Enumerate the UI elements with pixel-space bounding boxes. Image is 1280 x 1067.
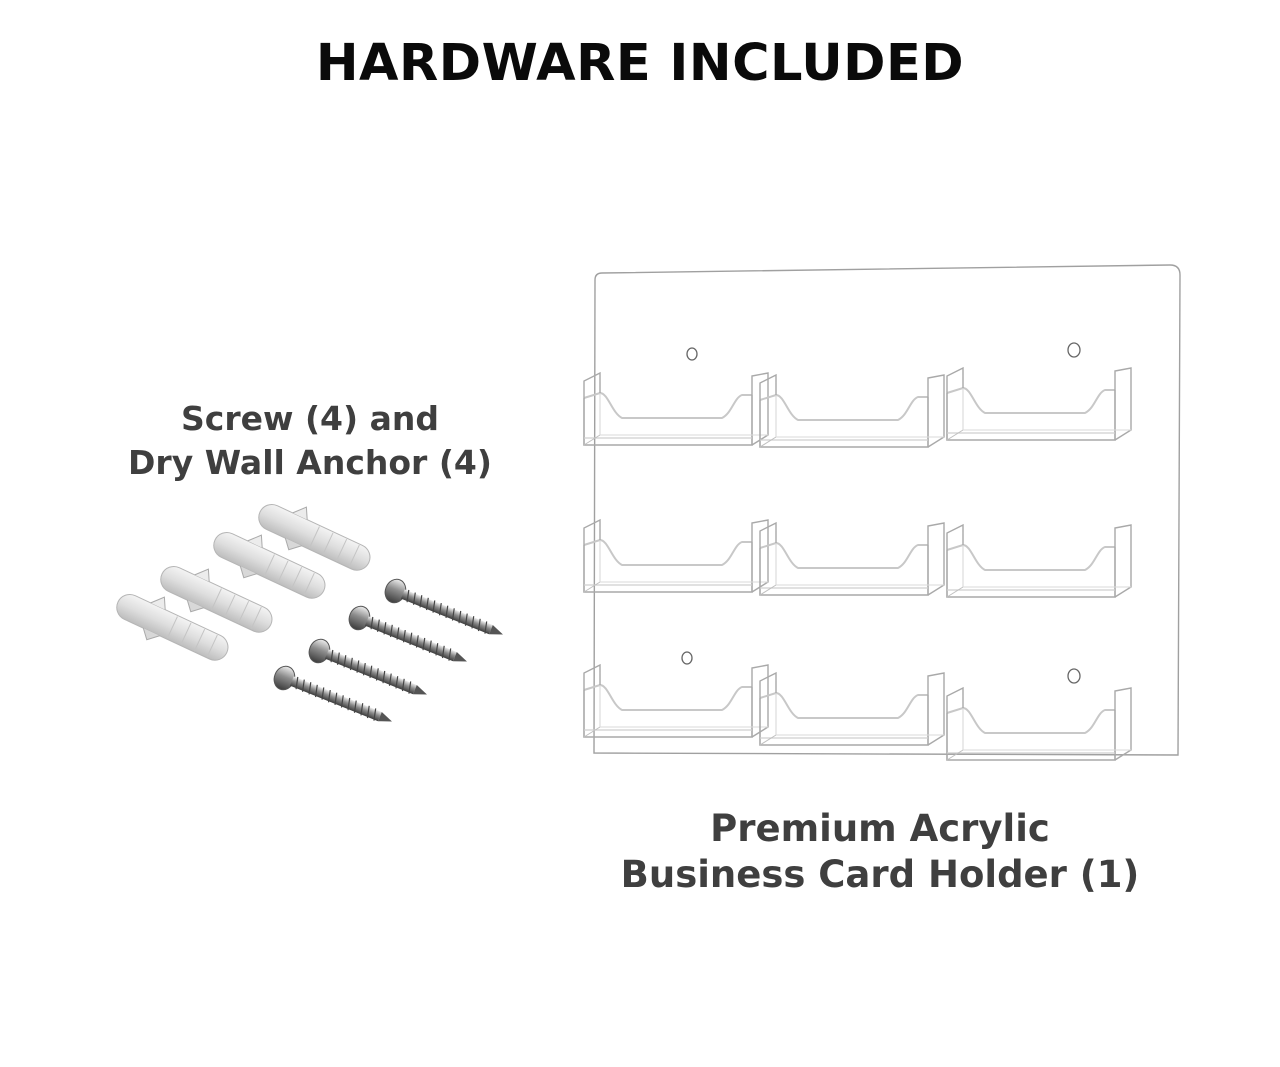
card-holder-caption: Premium Acrylic Business Card Holder (1) xyxy=(600,806,1160,898)
card-holder-illustration xyxy=(570,255,1200,780)
hardware-illustration xyxy=(100,489,520,740)
hardware-caption-line2: Dry Wall Anchor (4) xyxy=(128,443,492,482)
screw-icon xyxy=(270,575,509,734)
card-holder-caption-line2: Business Card Holder (1) xyxy=(620,853,1140,896)
hardware-caption-line1: Screw (4) and xyxy=(181,399,439,438)
page-title: HARDWARE INCLUDED xyxy=(315,34,965,93)
anchor-icon xyxy=(108,489,380,674)
back-panel xyxy=(593,264,1181,756)
mounting-hole-icon xyxy=(1067,668,1081,684)
mounting-hole-icon xyxy=(681,651,693,665)
card-holder-caption-line1: Premium Acrylic xyxy=(710,807,1050,850)
hardware-caption: Screw (4) and Dry Wall Anchor (4) xyxy=(110,397,510,485)
mounting-hole-icon xyxy=(1067,342,1081,358)
mounting-hole-icon xyxy=(686,347,698,361)
